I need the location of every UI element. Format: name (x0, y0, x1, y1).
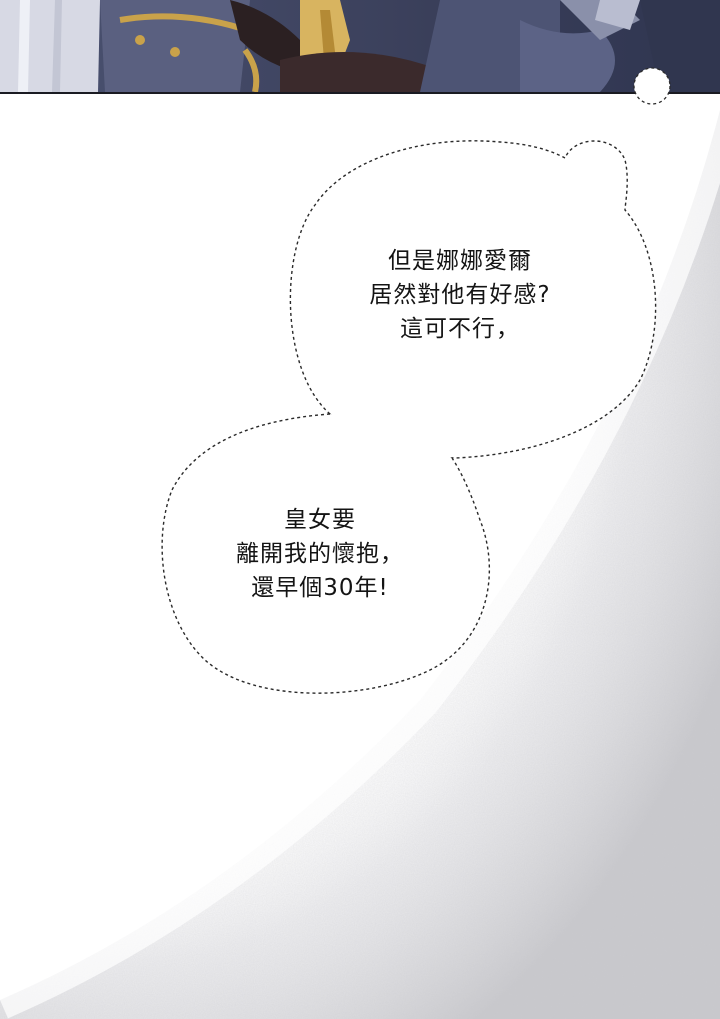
bubble-1-line-3: 這可不行， (400, 316, 520, 342)
thought-bubble-2 (161, 413, 491, 694)
bubble-2-line-1: 皇女要 (284, 507, 356, 533)
thought-bubble-1 (289, 140, 657, 459)
bubble-2-line-3: 還早個30年! (251, 575, 389, 601)
speech-bubble-1-text: 但是娜娜愛爾 居然對他有好感? 這可不行， (350, 244, 570, 346)
panel-artwork (0, 0, 720, 92)
bubble-1-line-2: 居然對他有好感? (369, 282, 551, 308)
speech-bubble-2-text: 皇女要 離開我的懷抱， 還早個30年! (210, 503, 430, 605)
top-comic-panel (0, 0, 720, 94)
bubble-1-line-1: 但是娜娜愛爾 (388, 248, 532, 274)
bubble-2-line-2: 離開我的懷抱， (236, 541, 404, 567)
